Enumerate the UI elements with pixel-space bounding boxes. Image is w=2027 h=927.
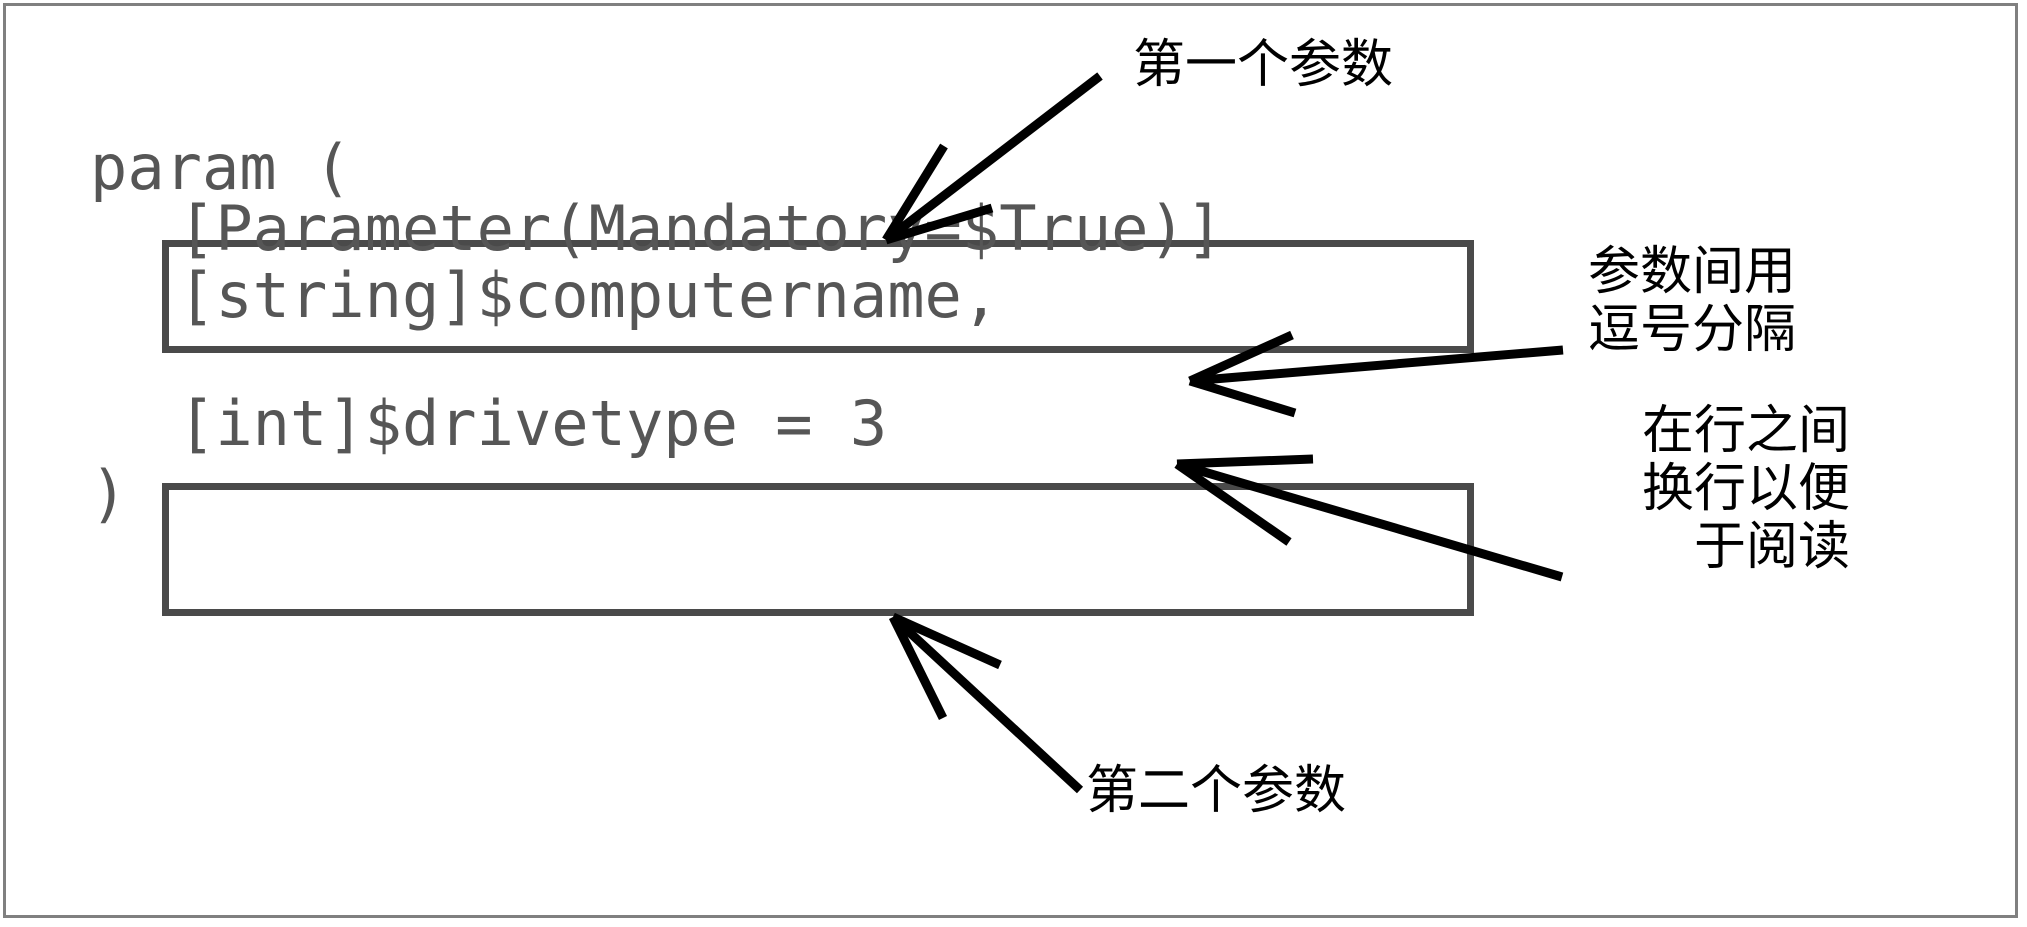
code-line-param-open: param (	[90, 131, 352, 204]
code-line-int-drivetype: [int]$drivetype = 3	[178, 387, 888, 460]
highlight-box-second-parameter	[162, 483, 1474, 616]
highlight-box-first-parameter	[162, 240, 1474, 353]
code-line-paren-close: )	[90, 457, 128, 530]
annotation-second-parameter: 第二个参数	[1086, 761, 1347, 821]
code-line-parameter-mandatory: [Parameter(Mandatory=$True)]	[178, 192, 1224, 265]
annotation-first-parameter: 第一个参数	[1133, 35, 1394, 95]
annotation-comma-separator: 参数间用 逗号分隔	[1588, 242, 1797, 360]
annotation-line-breaks: 在行之间 换行以便 于阅读	[1641, 401, 1850, 577]
code-line-string-computername: [string]$computername,	[178, 259, 1000, 332]
